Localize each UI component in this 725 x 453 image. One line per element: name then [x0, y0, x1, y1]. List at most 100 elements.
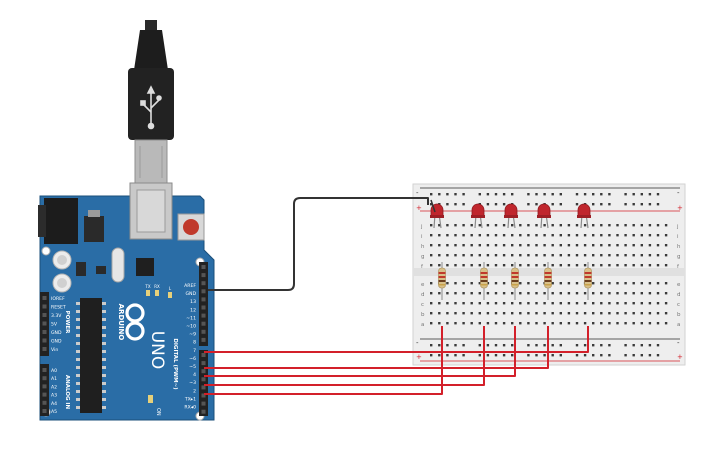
infinity-logo-icon	[125, 303, 145, 341]
usb-cable	[128, 20, 174, 185]
pin-label: IOREF	[51, 296, 65, 302]
pin-label: A5	[51, 409, 57, 415]
pin-label: ~3	[189, 380, 196, 386]
wires	[204, 197, 589, 395]
red-led	[504, 203, 518, 229]
row-letter: c	[677, 302, 680, 308]
arduino-uno-board: TX RX L ARDUINO UNO ON POWER ANALOG IN D…	[38, 182, 215, 421]
rail-minus-label: -	[677, 339, 680, 347]
row-letter: e	[421, 282, 425, 288]
pin-label: GND	[51, 339, 62, 345]
smd-chip	[76, 262, 86, 276]
pin-label: ~10	[186, 324, 196, 330]
pin-label: A0	[51, 368, 57, 374]
pin-label: A1	[51, 376, 57, 382]
digital-header-lower	[199, 350, 208, 416]
digital-header-title: DIGITAL (PWM~)	[172, 338, 178, 390]
on-led-label: ON	[155, 408, 161, 416]
row-letter: f	[421, 264, 424, 270]
pin-label: GND	[51, 330, 62, 336]
pin-label: 12	[190, 307, 196, 313]
row-letter: e	[677, 282, 681, 288]
tx-led-label: TX	[144, 284, 150, 289]
rail-minus-label: -	[416, 339, 419, 347]
usb-strain-relief	[134, 30, 168, 70]
voltage-regulator	[84, 216, 104, 242]
header-holes	[42, 265, 206, 414]
breadboard-holes	[430, 193, 668, 357]
pin-label: 13	[190, 299, 196, 305]
row-letter: j	[676, 224, 679, 230]
reset-button-cap[interactable]	[183, 219, 199, 235]
pin-label: RX◂0	[184, 405, 196, 411]
row-letter: i	[421, 234, 423, 240]
pin-label: 7	[193, 348, 196, 354]
power-header-title: POWER	[64, 311, 70, 335]
usb-symbol-icon	[140, 85, 162, 130]
smd-chip	[96, 266, 106, 274]
atmega-microcontroller	[80, 298, 102, 413]
resistor	[584, 262, 592, 300]
pin-label: ~11	[186, 315, 196, 321]
red-led	[537, 203, 551, 229]
rail-plus-label: +	[416, 353, 422, 361]
signal-wire-pin4	[204, 326, 516, 377]
resistor	[438, 262, 446, 300]
on-led	[148, 395, 153, 403]
pin-label: GND	[185, 291, 196, 297]
pin-label: TX▸1	[184, 396, 196, 402]
ground-wire	[208, 197, 429, 291]
row-letter: b	[677, 312, 681, 318]
red-led	[577, 203, 591, 229]
analog-header	[40, 364, 49, 416]
signal-wire-pin7	[204, 326, 589, 353]
rail-plus-label: +	[677, 204, 683, 212]
pin-label: 8	[193, 340, 196, 346]
chip-socket-right	[102, 302, 106, 409]
tx-led	[146, 290, 150, 296]
usb-interface-chip	[136, 258, 154, 276]
pin-label: A4	[51, 401, 57, 407]
pin-label: A2	[51, 384, 57, 390]
rx-led-label: RX	[154, 284, 160, 289]
crystal-oscillator	[111, 247, 125, 283]
row-letter: a	[677, 322, 680, 328]
signal-wire-pin5	[204, 326, 549, 369]
signal-wire-pin3	[204, 326, 485, 386]
mounting-hole	[41, 246, 51, 256]
row-letter: h	[677, 244, 681, 250]
analog-header-title: ANALOG IN	[64, 375, 70, 410]
pin-label: ~5	[189, 364, 196, 370]
brand-label: ARDUINO	[117, 304, 125, 341]
resistor	[544, 262, 552, 300]
row-letter: i	[677, 234, 679, 240]
row-letter: h	[421, 244, 425, 250]
pin-label: RESET	[51, 305, 66, 311]
pin-label: ~9	[189, 332, 196, 338]
pin-label: Vin	[51, 347, 58, 353]
row-letter: a	[421, 322, 424, 328]
digital-header-upper	[199, 262, 208, 346]
dc-barrel-jack	[44, 198, 78, 244]
row-letter: g	[421, 254, 425, 260]
model-label: UNO	[147, 331, 167, 370]
row-letter: d	[421, 292, 425, 298]
pin-label: 3.3V	[51, 313, 62, 319]
leds	[430, 199, 591, 229]
pin-label: AREF	[184, 283, 196, 289]
row-letter: f	[677, 264, 680, 270]
red-led	[430, 199, 444, 229]
row-letter: b	[421, 312, 425, 318]
resistor	[511, 262, 519, 300]
resistors	[438, 262, 592, 300]
chip-socket-left	[76, 302, 80, 409]
l-led-label: L	[169, 286, 172, 291]
pin-label: ~6	[189, 356, 196, 362]
row-letter: j	[420, 224, 423, 230]
rail-plus-label: +	[677, 353, 683, 361]
